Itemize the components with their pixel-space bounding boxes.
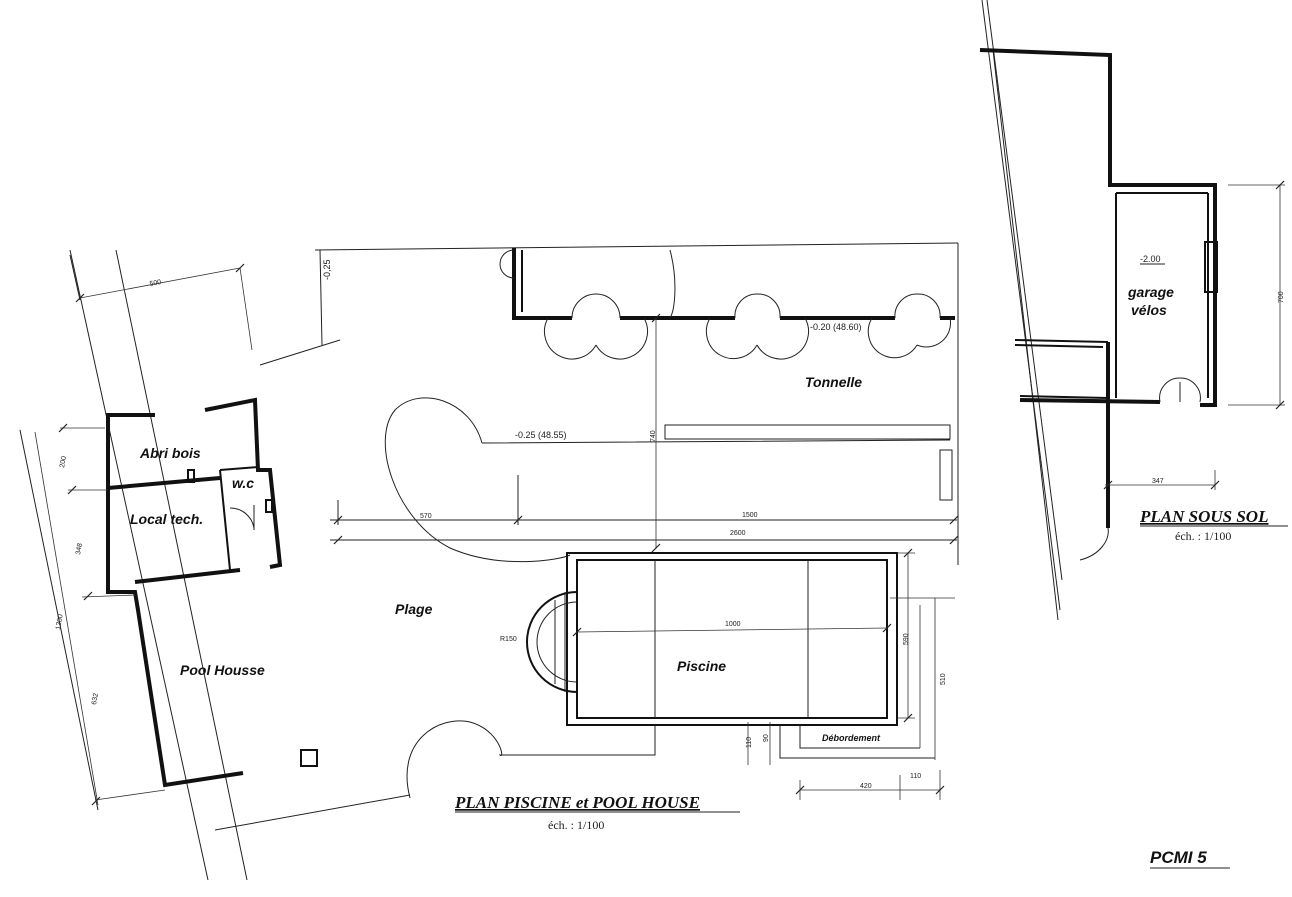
dim-2600: 2600	[730, 530, 746, 537]
basement-plan: 700 347 -2.00 garage vélos	[979, 0, 1285, 621]
dim-200: 200	[59, 456, 68, 469]
level-pergola: -0.20 (48.60)	[810, 322, 862, 332]
room-label-garage: garage	[1127, 284, 1174, 300]
basement-plan-title: PLAN SOUS SOL	[1139, 507, 1268, 526]
room-label-pool-house: Pool Housse	[180, 662, 265, 678]
level-terrace: -0.25 (48.55)	[515, 430, 567, 440]
dim-r150: R150	[500, 636, 517, 643]
level-garage: -2.00	[1140, 254, 1161, 264]
dim-348: 348	[75, 543, 84, 556]
pool-house-dimension-chain: 200 348 1200 632	[34, 423, 166, 806]
dim-1200: 1200	[55, 614, 65, 631]
room-label-tonnelle: Tonnelle	[805, 374, 862, 390]
dim-570: 570	[420, 513, 432, 520]
room-label-local-tech: Local tech.	[130, 511, 203, 527]
basement-plan-title-block: PLAN SOUS SOL éch. : 1/100	[1139, 507, 1288, 543]
level-top-left: -0,25	[322, 259, 332, 280]
terrace-outline: -0,25 -0.25 (48.55) 570 1500 2600 Plage	[314, 242, 959, 799]
pool-house-building: Abri bois w.c Local tech. Pool Housse	[106, 397, 318, 788]
dim-510: 510	[940, 673, 947, 685]
room-label-wc: w.c	[232, 475, 254, 491]
basement-plan-scale: éch. : 1/100	[1175, 529, 1231, 543]
property-boundary-left	[19, 249, 411, 881]
dim-347: 347	[1152, 478, 1164, 485]
dim-500: 500	[149, 279, 162, 288]
dim-110-horizontal: 110	[910, 773, 921, 780]
swimming-pool: 1000 R150 590 510 110 90 420 110 Piscine…	[500, 548, 955, 800]
dim-700: 700	[1278, 291, 1285, 303]
room-label-velos: vélos	[1131, 302, 1167, 318]
sheet-code: PCMI 5	[1150, 848, 1207, 867]
dim-110-vertical: 110	[746, 737, 753, 748]
pergola-structure: -0.20 (48.60) 740 Tonnelle	[499, 248, 955, 553]
dimension-500: 500	[75, 263, 253, 351]
room-label-debordement: Débordement	[822, 733, 881, 743]
dim-590: 590	[903, 633, 910, 645]
dim-632: 632	[91, 693, 100, 706]
pool-plan-title-block: PLAN PISCINE et POOL HOUSE éch. : 1/100	[454, 793, 740, 832]
dim-420: 420	[860, 783, 872, 790]
dim-740: 740	[650, 430, 657, 442]
sheet-code-block: PCMI 5	[1150, 848, 1230, 869]
dim-90: 90	[763, 734, 770, 742]
pool-plan-scale: éch. : 1/100	[548, 818, 604, 832]
dim-1000: 1000	[725, 621, 741, 628]
dim-1500: 1500	[742, 512, 758, 519]
room-label-plage: Plage	[395, 601, 433, 617]
pool-plan-title: PLAN PISCINE et POOL HOUSE	[454, 793, 700, 812]
room-label-piscine: Piscine	[677, 658, 726, 674]
room-label-abri-bois: Abri bois	[139, 445, 201, 461]
